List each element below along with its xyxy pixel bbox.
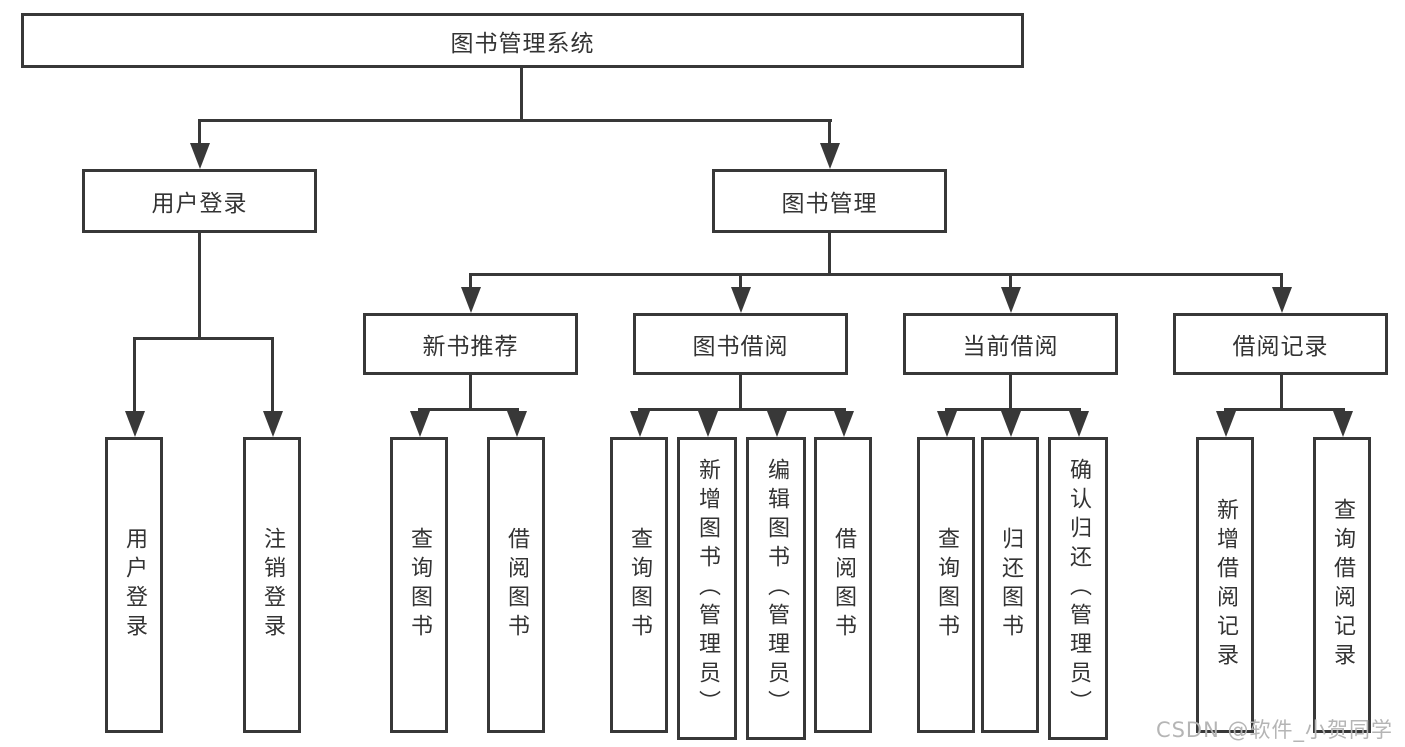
arrow-down-icon [410, 411, 430, 437]
node-new-book-recommendation: 新书推荐 [363, 313, 578, 375]
node-label: 图书管理 [781, 191, 878, 217]
leaf-confirm-return-admin: 确认归还（管理员） [1048, 437, 1108, 740]
leaf-logout: 注销登录 [243, 437, 301, 733]
arrow-down-icon [1216, 411, 1236, 437]
node-label: 注销登录 [260, 527, 285, 643]
arrow-down-icon [190, 143, 210, 169]
node-label: 借阅记录 [1232, 334, 1329, 360]
node-borrowing-records: 借阅记录 [1173, 313, 1388, 375]
leaf-user-login: 用户登录 [105, 437, 163, 733]
arrow-down-icon [125, 411, 145, 437]
arrow-down-icon [507, 411, 527, 437]
connector-stem [271, 337, 274, 417]
connector-distributor [133, 337, 274, 340]
node-book-borrowing: 图书借阅 [633, 313, 848, 375]
leaf-query-books-1: 查询图书 [390, 437, 448, 733]
arrow-down-icon [1001, 287, 1021, 313]
arrow-down-icon [698, 411, 718, 437]
leaf-query-borrow-record: 查询借阅记录 [1313, 437, 1371, 733]
node-label: 新书推荐 [422, 334, 519, 360]
connector-stem [828, 119, 831, 146]
arrow-down-icon [1272, 287, 1292, 313]
arrow-down-icon [820, 143, 840, 169]
node-label: 编辑图书（管理员） [764, 458, 789, 719]
connector-stem [198, 119, 201, 146]
arrow-down-icon [1001, 411, 1021, 437]
leaf-add-book-admin: 新增图书（管理员） [677, 437, 737, 740]
node-label: 借阅图书 [504, 527, 529, 643]
arrow-down-icon [937, 411, 957, 437]
leaf-return-books: 归还图书 [981, 437, 1039, 733]
connector-distributor [638, 408, 846, 411]
node-book-management: 图书管理 [712, 169, 947, 233]
arrow-down-icon [630, 411, 650, 437]
connector-stem [198, 233, 201, 340]
connector-level3-distributor [469, 273, 1283, 276]
connector-distributor [1224, 408, 1345, 411]
connector-stem [1280, 374, 1283, 411]
leaf-borrow-books-1: 借阅图书 [487, 437, 545, 733]
node-label: 查询图书 [407, 527, 432, 643]
node-label: 当前借阅 [962, 334, 1059, 360]
node-label: 查询图书 [934, 527, 959, 643]
connector-distributor [418, 408, 519, 411]
arrow-down-icon [767, 411, 787, 437]
connector-stem [1009, 273, 1012, 291]
leaf-query-books-2: 查询图书 [610, 437, 668, 733]
node-library-management-system: 图书管理系统 [21, 13, 1024, 68]
node-label: 借阅图书 [831, 527, 856, 643]
node-label: 新增借阅记录 [1213, 498, 1238, 672]
connector-stem [828, 233, 831, 276]
arrow-down-icon [731, 287, 751, 313]
node-label: 新增图书（管理员） [695, 458, 720, 719]
connector-stem [1009, 374, 1012, 411]
leaf-query-books-3: 查询图书 [917, 437, 975, 733]
node-label: 确认归还（管理员） [1066, 458, 1091, 719]
leaf-add-borrow-record: 新增借阅记录 [1196, 437, 1254, 733]
arrow-down-icon [263, 411, 283, 437]
connector-root-stem [520, 66, 523, 122]
node-label: 图书管理系统 [450, 30, 595, 57]
node-label: 用户登录 [122, 527, 147, 643]
connector-stem [739, 374, 742, 411]
connector-stem [133, 337, 136, 417]
connector-stem [739, 273, 742, 291]
node-label: 查询借阅记录 [1330, 498, 1355, 672]
node-current-borrowing: 当前借阅 [903, 313, 1118, 375]
leaf-edit-book-admin: 编辑图书（管理员） [746, 437, 806, 740]
arrow-down-icon [834, 411, 854, 437]
arrow-down-icon [1333, 411, 1353, 437]
csdn-watermark: CSDN @软件_小贺同学 [1155, 718, 1393, 742]
connector-stem [469, 273, 472, 291]
connector-level2-distributor [198, 119, 832, 122]
node-label: 归还图书 [998, 527, 1023, 643]
node-user-login: 用户登录 [82, 169, 317, 233]
node-label: 图书借阅 [692, 334, 789, 360]
arrow-down-icon [1069, 411, 1089, 437]
connector-stem [1280, 273, 1283, 291]
connector-stem [469, 374, 472, 411]
node-label: 用户登录 [151, 191, 248, 217]
arrow-down-icon [461, 287, 481, 313]
leaf-borrow-books-2: 借阅图书 [814, 437, 872, 733]
node-label: 查询图书 [627, 527, 652, 643]
connector-distributor [945, 408, 1081, 411]
